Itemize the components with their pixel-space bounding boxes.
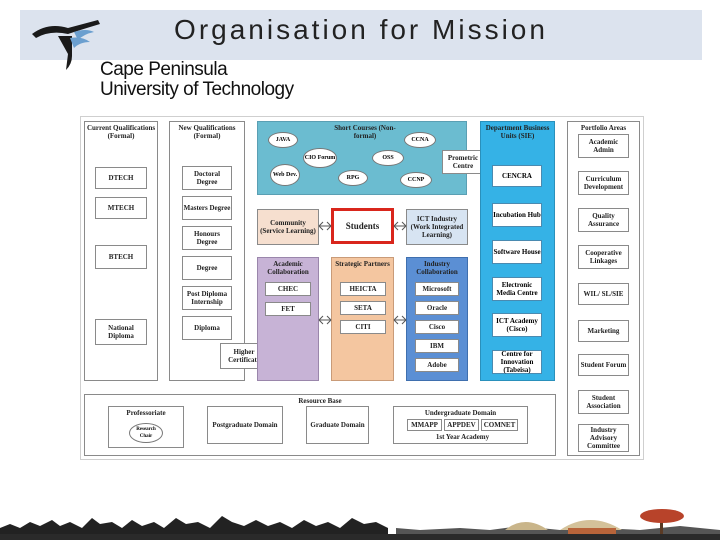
partner-oracle: Oracle — [415, 301, 459, 315]
partner-fet: FET — [265, 302, 311, 316]
title-bar — [20, 10, 702, 60]
qualification-btech: BTECH — [95, 245, 147, 269]
course-ccnp: CCNP — [400, 172, 432, 188]
skyline-footer-image — [0, 509, 720, 540]
qualification-degree: Degree — [182, 256, 232, 280]
partner-microsoft: Microsoft — [415, 282, 459, 296]
university-line-2: University of Technology — [100, 79, 294, 100]
professoriate-label: Professoriate — [126, 409, 166, 417]
course-ccna: CCNA — [404, 132, 436, 148]
cput-logo-icon — [32, 20, 100, 70]
short-courses-title: Short Courses (Non-formal) — [334, 124, 396, 140]
partner-heicta: HEICTA — [340, 282, 386, 296]
resource-base-title: Resource Base — [298, 397, 342, 405]
course-cio-forum: CIO Forum — [303, 148, 337, 168]
prometric-centre: Prometric Centre — [442, 150, 484, 174]
unit-software-house: Software House — [492, 240, 542, 264]
course-rpg: RPG — [338, 170, 368, 186]
portfolio-student-association: Student Association — [578, 390, 629, 414]
research-chair: Research Chair — [129, 423, 163, 443]
unit-incubation-hub: Incubation Hub — [492, 203, 542, 227]
partner-citi: CITI — [340, 320, 386, 334]
page-title: Organisation for Mission — [174, 14, 548, 45]
students-box: Students — [331, 208, 394, 244]
current-qualifications-title: Current Qualifications (Formal) — [86, 124, 156, 140]
portfolio-academic-admin: Academic Admin — [578, 134, 629, 158]
qualification-post-diploma: Post Diploma Internship — [182, 286, 232, 310]
portfolio-quality: Quality Assurance — [578, 208, 629, 232]
course-java: JAVA — [268, 132, 298, 148]
course-web-dev: Web Dev. — [270, 164, 300, 186]
qualification-masters: Masters Degree — [182, 196, 232, 220]
unit-cencra: CENCRA — [492, 165, 542, 187]
new-qualifications-title: New Qualifications (Formal) — [178, 124, 236, 140]
industry-collaboration-title: Industry Collaboration — [416, 260, 458, 276]
ug-comnet: COMNET — [481, 419, 518, 431]
strategic-partners-panel — [331, 257, 394, 381]
portfolio-wil: WIL/ SL/SIE — [578, 283, 629, 305]
arrow-icon — [318, 315, 332, 325]
unit-ict-academy: ICT Academy (Cisco) — [492, 313, 542, 337]
postgraduate-domain: Postgraduate Domain — [207, 406, 283, 444]
university-name: Cape Peninsula University of Technology — [100, 60, 294, 100]
community-box: Community (Service Learning) — [257, 209, 319, 245]
portfolio-curriculum: Curriculum Development — [578, 171, 629, 195]
university-line-1: Cape Peninsula — [100, 59, 228, 80]
academic-collaboration-panel — [257, 257, 319, 381]
unit-centre-for-innovation: Centre for Innovation (Tabeisa) — [492, 350, 542, 374]
partner-chec: CHEC — [265, 282, 311, 296]
first-year-academy: 1st Year Academy — [435, 433, 490, 441]
portfolio-marketing: Marketing — [578, 320, 629, 342]
partner-ibm: IBM — [415, 339, 459, 353]
qualification-diploma: Diploma — [182, 316, 232, 340]
business-units-title: Department Business Units (SIE) — [485, 124, 550, 140]
graduate-domain: Graduate Domain — [306, 406, 369, 444]
portfolio-industry-advisory: Industry Advisory Committee — [578, 424, 629, 452]
ug-mmapp: MMAPP — [407, 419, 442, 431]
ict-industry-box: ICT Industry (Work Integrated Learning) — [406, 209, 468, 245]
qualification-mtech: MTECH — [95, 197, 147, 219]
partner-adobe: Adobe — [415, 358, 459, 372]
qualification-honours: Honours Degree — [182, 226, 232, 250]
diagram-frame — [80, 116, 644, 460]
arrow-icon — [393, 315, 407, 325]
portfolio-title: Portfolio Areas — [580, 124, 627, 132]
qualification-national-diploma: National Diploma — [95, 319, 147, 345]
qualification-dtech: DTECH — [95, 167, 147, 189]
new-qualifications-panel — [169, 121, 245, 381]
portfolio-student-forum: Student Forum — [578, 354, 629, 376]
portfolio-cooperative: Cooperative Linkages — [578, 245, 629, 269]
qualification-doctoral: Doctoral Degree — [182, 166, 232, 190]
strategic-partners-title: Strategic Partners — [335, 260, 390, 268]
course-oss: OSS — [372, 150, 404, 166]
academic-collaboration-title: Academic Collaboration — [267, 260, 309, 276]
ug-appdev: APPDEV — [444, 419, 479, 431]
undergraduate-title: Undergraduate Domain — [424, 409, 497, 417]
unit-electronic-media: Electronic Media Centre — [492, 277, 542, 301]
arrow-icon — [318, 221, 332, 231]
arrow-icon — [393, 221, 407, 231]
partner-seta: SETA — [340, 301, 386, 315]
partner-cisco: Cisco — [415, 320, 459, 334]
